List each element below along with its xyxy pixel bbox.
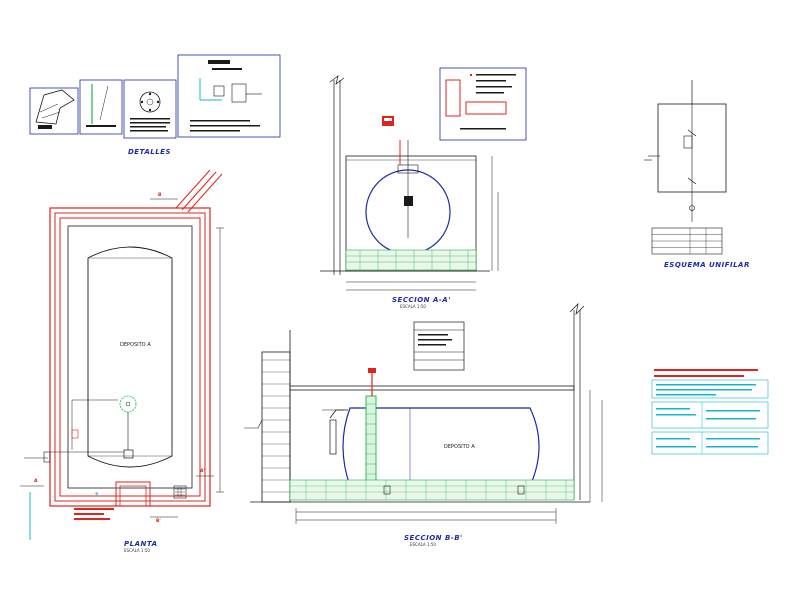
plan-outer-wall: [49, 207, 211, 507]
section-mark-b-bottom: B': [156, 518, 161, 524]
seccion-bb-group: DEPOSITO A SECCION B-B' ESCA: [244, 302, 603, 547]
valve-icon: [382, 116, 394, 126]
svg-text:⊕: ⊕: [95, 492, 99, 497]
section-mark-b-top: B: [158, 192, 162, 198]
notes-group: [651, 369, 769, 455]
section-mark-a-left: A: [34, 478, 38, 484]
bb-tank-label: DEPOSITO A: [444, 444, 475, 450]
note-box-3: [651, 431, 769, 455]
bb-info-box: [413, 321, 465, 371]
seccion-aa-scale: ESCALA 1:50: [400, 304, 426, 309]
detalles-title: DETALLES: [128, 148, 171, 156]
note-box-1: [651, 379, 769, 399]
detail-block-icon: [35, 89, 75, 129]
aa-brick-base: [345, 249, 477, 271]
detail-box-3: [123, 79, 177, 139]
grounding-icon: [644, 155, 660, 161]
planta-scale: ESCALA 1:50: [124, 548, 150, 553]
note-box-2: [651, 401, 769, 429]
aa-detail-box: [439, 67, 527, 141]
flange-icon: [139, 91, 161, 113]
detail-box-2: [79, 79, 123, 135]
detail-box-4: [177, 54, 281, 138]
seccion-aa-group: SECCION A-A' ESCALA 1:50: [320, 67, 527, 309]
seccion-bb-scale: ESCALA 1:50: [410, 542, 436, 547]
detalles-group: DETALLES: [29, 54, 281, 156]
planta-group: B DEPOSITO A ⊕: [20, 169, 224, 553]
esquema-title: ESQUEMA UNIFILAR: [664, 261, 750, 269]
plan-tank: [87, 246, 173, 468]
seccion-aa-title: SECCION A-A': [392, 296, 451, 304]
manhole-icon: [119, 395, 137, 413]
plan-tank-label: DEPOSITO A: [120, 342, 151, 348]
esquema-group: ESQUEMA UNIFILAR: [644, 80, 750, 269]
bb-brick-base: [289, 479, 575, 501]
section-mark-a-right: A': [200, 468, 205, 474]
planta-title: PLANTA: [124, 540, 158, 548]
seccion-bb-title: SECCION B-B': [404, 534, 463, 542]
detail-box-1: [29, 87, 79, 135]
